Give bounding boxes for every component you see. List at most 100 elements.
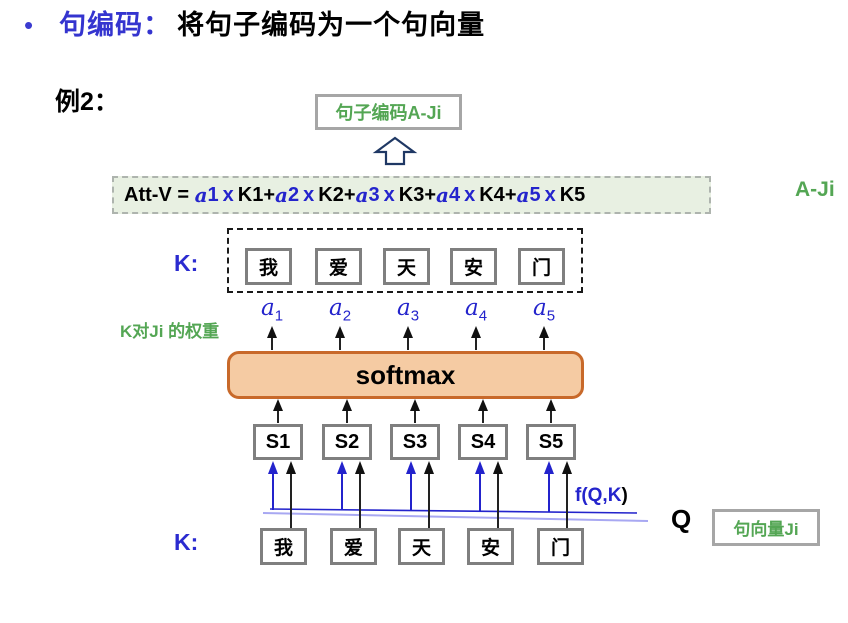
page-title-term: 句编码： <box>59 10 172 40</box>
alpha-4: a4 <box>456 294 496 325</box>
formula-a3: a <box>355 183 369 207</box>
s-to-softmax-arrows <box>273 399 556 423</box>
q-label: Q <box>671 504 692 534</box>
alpha-5-base: a <box>532 295 547 321</box>
alpha-1-base: a <box>260 295 275 321</box>
word-box-bottom-4: 安 <box>467 528 514 565</box>
slide-header: • 句编码： 将句子编码为一个句向量 <box>24 8 485 42</box>
word-bottom-3: 天 <box>411 538 431 559</box>
word-box-bottom-3: 天 <box>398 528 445 565</box>
formula-plus-2: + <box>343 183 356 206</box>
k-label-top: K: <box>174 250 199 276</box>
k-label-bottom: K: <box>174 529 199 555</box>
alpha-5-sub: 5 <box>546 307 556 325</box>
key-set-dashed-box <box>227 228 583 293</box>
formula-plus-1: + <box>263 183 276 206</box>
formula-plus-3: + <box>424 183 437 206</box>
formula-prefix: Att-V <box>124 183 172 206</box>
score-label-1: S1 <box>265 430 291 453</box>
score-label-5: S5 <box>538 430 564 453</box>
up-arrow-icon <box>372 136 418 166</box>
word-bottom-2: 爱 <box>343 538 363 559</box>
softmax-box: softmax <box>227 351 584 399</box>
alpha-2-sub: 2 <box>342 307 352 325</box>
score-label-2: S2 <box>334 430 360 453</box>
word-box-bottom-2: 爱 <box>330 528 377 565</box>
formula-n5: 5 <box>529 183 541 206</box>
formula-mult-1: x <box>222 183 234 206</box>
q-feed-line-light <box>262 512 649 522</box>
alpha-2: a2 <box>320 294 360 325</box>
alpha-3-base: a <box>396 295 411 321</box>
formula-equals: = <box>171 183 195 206</box>
formula-mult-2: x <box>303 183 315 206</box>
score-box-3: S3 <box>390 424 440 460</box>
fqk-paren: ) <box>621 485 628 506</box>
formula-mult-4: x <box>464 183 476 206</box>
alpha-1-sub: 1 <box>274 307 284 325</box>
q-to-s-blue-arrows <box>268 461 554 512</box>
score-box-1: S1 <box>253 424 303 460</box>
formula-mult-5: x <box>544 183 556 206</box>
q-feed-line-dark <box>269 508 638 514</box>
formula-n4: 4 <box>448 183 461 206</box>
word-top-5: 门 <box>531 258 551 279</box>
word-box-bottom-5: 门 <box>537 528 584 565</box>
sentence-vector-label: 句向量Ji <box>733 520 799 539</box>
word-box-top-3: 天 <box>383 248 430 285</box>
example-label: 例2： <box>55 88 119 116</box>
formula-a1: a <box>194 183 208 207</box>
word-bottom-5: 门 <box>550 538 570 559</box>
formula-k1: K1 <box>237 183 264 206</box>
score-box-5: S5 <box>526 424 576 460</box>
alpha-5: a5 <box>524 294 564 325</box>
alpha-3-sub: 3 <box>410 307 420 325</box>
alpha-4-base: a <box>464 295 479 321</box>
fqk-blue-part: f(Q,K <box>575 485 622 506</box>
sentence-encoding-label: 句子编码A-Ji <box>335 103 442 123</box>
formula-n2: 2 <box>288 183 300 206</box>
formula-a4: a <box>436 183 449 207</box>
result-label: A-Ji <box>795 178 835 201</box>
formula-n1: 1 <box>207 183 219 206</box>
word-top-2: 爱 <box>328 258 348 279</box>
softmax-label: softmax <box>355 359 456 390</box>
score-label-3: S3 <box>402 430 428 453</box>
word-top-4: 安 <box>463 258 483 279</box>
score-label-4: S4 <box>470 430 496 453</box>
formula-k2: K2 <box>318 183 344 206</box>
formula-k5: K5 <box>559 183 586 206</box>
word-to-s-black-arrows <box>286 461 572 528</box>
alpha-3: a3 <box>388 294 428 325</box>
weights-caption: K对Ji 的权重 <box>120 322 220 341</box>
formula-a5: a <box>516 183 530 207</box>
sentence-vector-box: 句向量Ji <box>712 509 820 546</box>
fqk-label: f(Q,K) <box>575 485 628 507</box>
word-box-top-2: 爱 <box>315 248 362 285</box>
alpha-1: a1 <box>252 294 292 325</box>
formula-k4: K4 <box>479 183 505 206</box>
formula-k3: K3 <box>398 183 425 206</box>
alpha-4-sub: 4 <box>478 307 488 325</box>
word-box-top-1: 我 <box>245 248 292 285</box>
word-top-1: 我 <box>258 258 278 279</box>
sentence-encoding-box: 句子编码A-Ji <box>315 94 462 130</box>
score-box-2: S2 <box>322 424 372 460</box>
word-box-top-5: 门 <box>518 248 565 285</box>
score-box-4: S4 <box>458 424 508 460</box>
bullet-icon: • <box>24 10 34 40</box>
word-top-3: 天 <box>396 258 416 279</box>
word-box-top-4: 安 <box>450 248 497 285</box>
word-box-bottom-1: 我 <box>260 528 307 565</box>
formula-a2: a <box>275 183 289 207</box>
formula-mult-3: x <box>383 183 395 206</box>
softmax-to-alpha-arrows <box>267 326 549 350</box>
formula-n3: 3 <box>368 183 380 206</box>
page-title-description: 将句子编码为一个句向量 <box>177 10 486 40</box>
formula-plus-4: + <box>504 183 517 206</box>
alpha-2-base: a <box>328 295 343 321</box>
word-bottom-4: 安 <box>480 538 500 559</box>
